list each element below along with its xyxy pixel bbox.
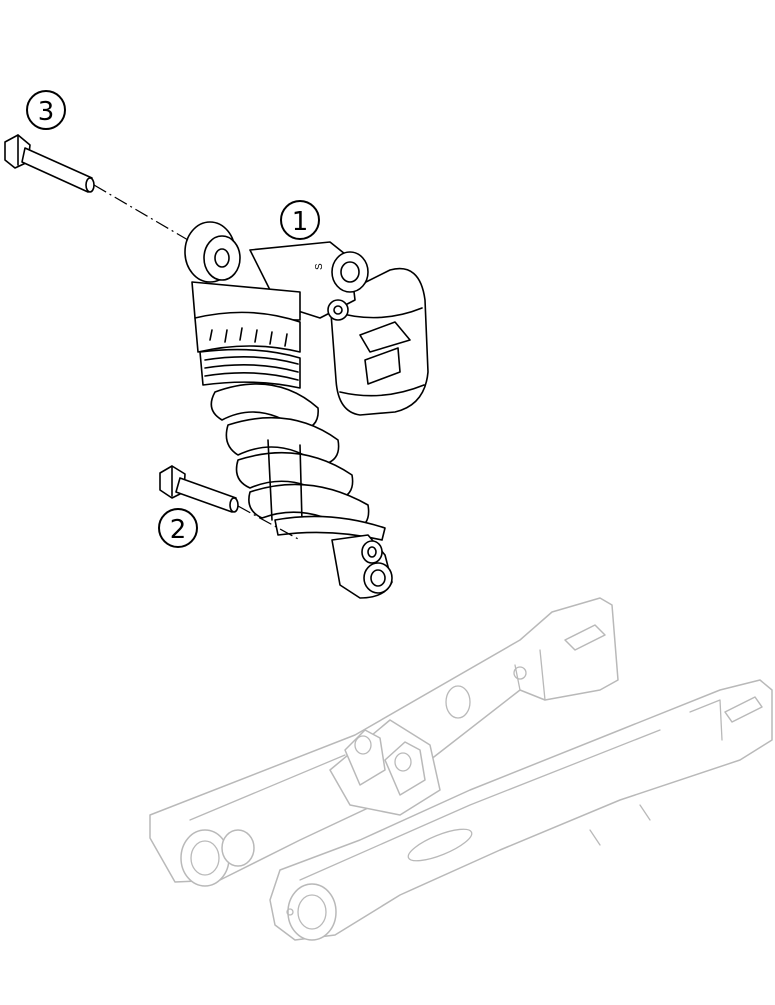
shock-absorber: S: [184, 221, 429, 599]
callout-2-label: 2: [170, 515, 187, 545]
callout-3: 3: [26, 90, 66, 130]
upper-bolt-centerline: [93, 184, 189, 241]
lower-mounting-bolt: [159, 465, 239, 513]
upper-mounting-bolt: [4, 134, 95, 193]
callout-2: 2: [158, 508, 198, 548]
swingarm: [149, 597, 773, 941]
callout-1-label: 1: [292, 207, 309, 237]
spring-adjust-letter: S: [314, 263, 325, 270]
callout-3-label: 3: [38, 97, 55, 127]
callout-1: 1: [280, 200, 320, 240]
lower-bolt-centerline: [237, 505, 301, 541]
